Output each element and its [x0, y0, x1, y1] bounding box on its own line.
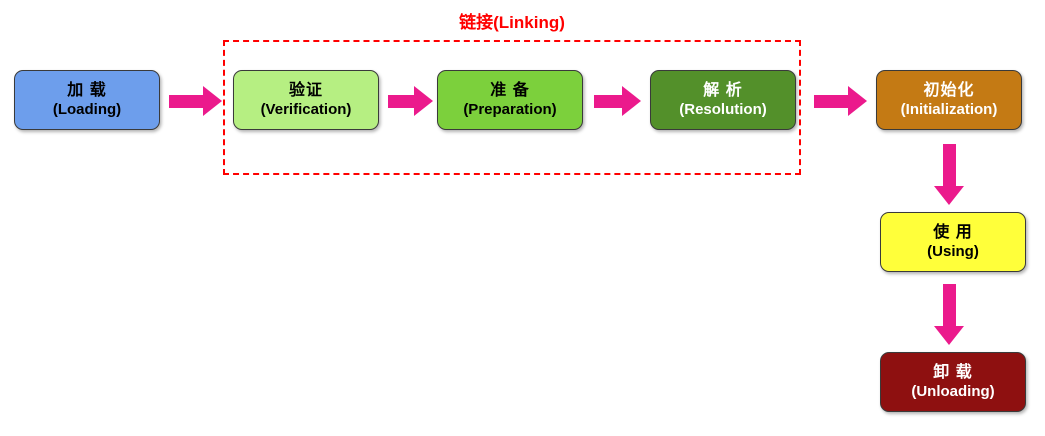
arrow-resolution-to-initialization-icon	[814, 86, 867, 116]
node-using-label-zh: 使 用	[933, 223, 973, 241]
linking-group-label: 链接(Linking)	[459, 13, 565, 32]
arrow-loading-to-verification-icon	[169, 86, 222, 116]
node-resolution-label-en: (Resolution)	[679, 100, 767, 118]
node-verification-label-en: (Verification)	[260, 100, 352, 118]
node-resolution-label-zh: 解 析	[703, 81, 743, 99]
node-preparation-label-en: (Preparation)	[463, 100, 557, 118]
node-unloading: 卸 载 (Unloading)	[880, 352, 1026, 412]
arrow-preparation-to-resolution-icon	[594, 86, 641, 116]
node-resolution: 解 析 (Resolution)	[650, 70, 796, 130]
node-preparation-label-zh: 准 备	[490, 81, 530, 99]
node-initialization-label-en: (Initialization)	[900, 100, 998, 118]
arrow-verification-to-preparation-icon	[388, 86, 433, 116]
node-unloading-label-zh: 卸 载	[933, 363, 973, 381]
node-loading: 加 载 (Loading)	[14, 70, 160, 130]
linking-group-box	[223, 40, 801, 175]
node-unloading-label-en: (Unloading)	[911, 382, 995, 400]
arrow-using-to-unloading-icon	[934, 284, 964, 345]
node-using-label-en: (Using)	[927, 242, 979, 260]
node-verification-label-zh: 验证	[288, 81, 323, 99]
node-verification: 验证 (Verification)	[233, 70, 379, 130]
node-using: 使 用 (Using)	[880, 212, 1026, 272]
node-preparation: 准 备 (Preparation)	[437, 70, 583, 130]
arrow-initialization-to-using-icon	[934, 144, 964, 205]
node-loading-label-zh: 加 载	[67, 81, 107, 99]
node-initialization-label-zh: 初始化	[923, 81, 975, 99]
node-loading-label-en: (Loading)	[52, 100, 122, 118]
node-initialization: 初始化 (Initialization)	[876, 70, 1022, 130]
